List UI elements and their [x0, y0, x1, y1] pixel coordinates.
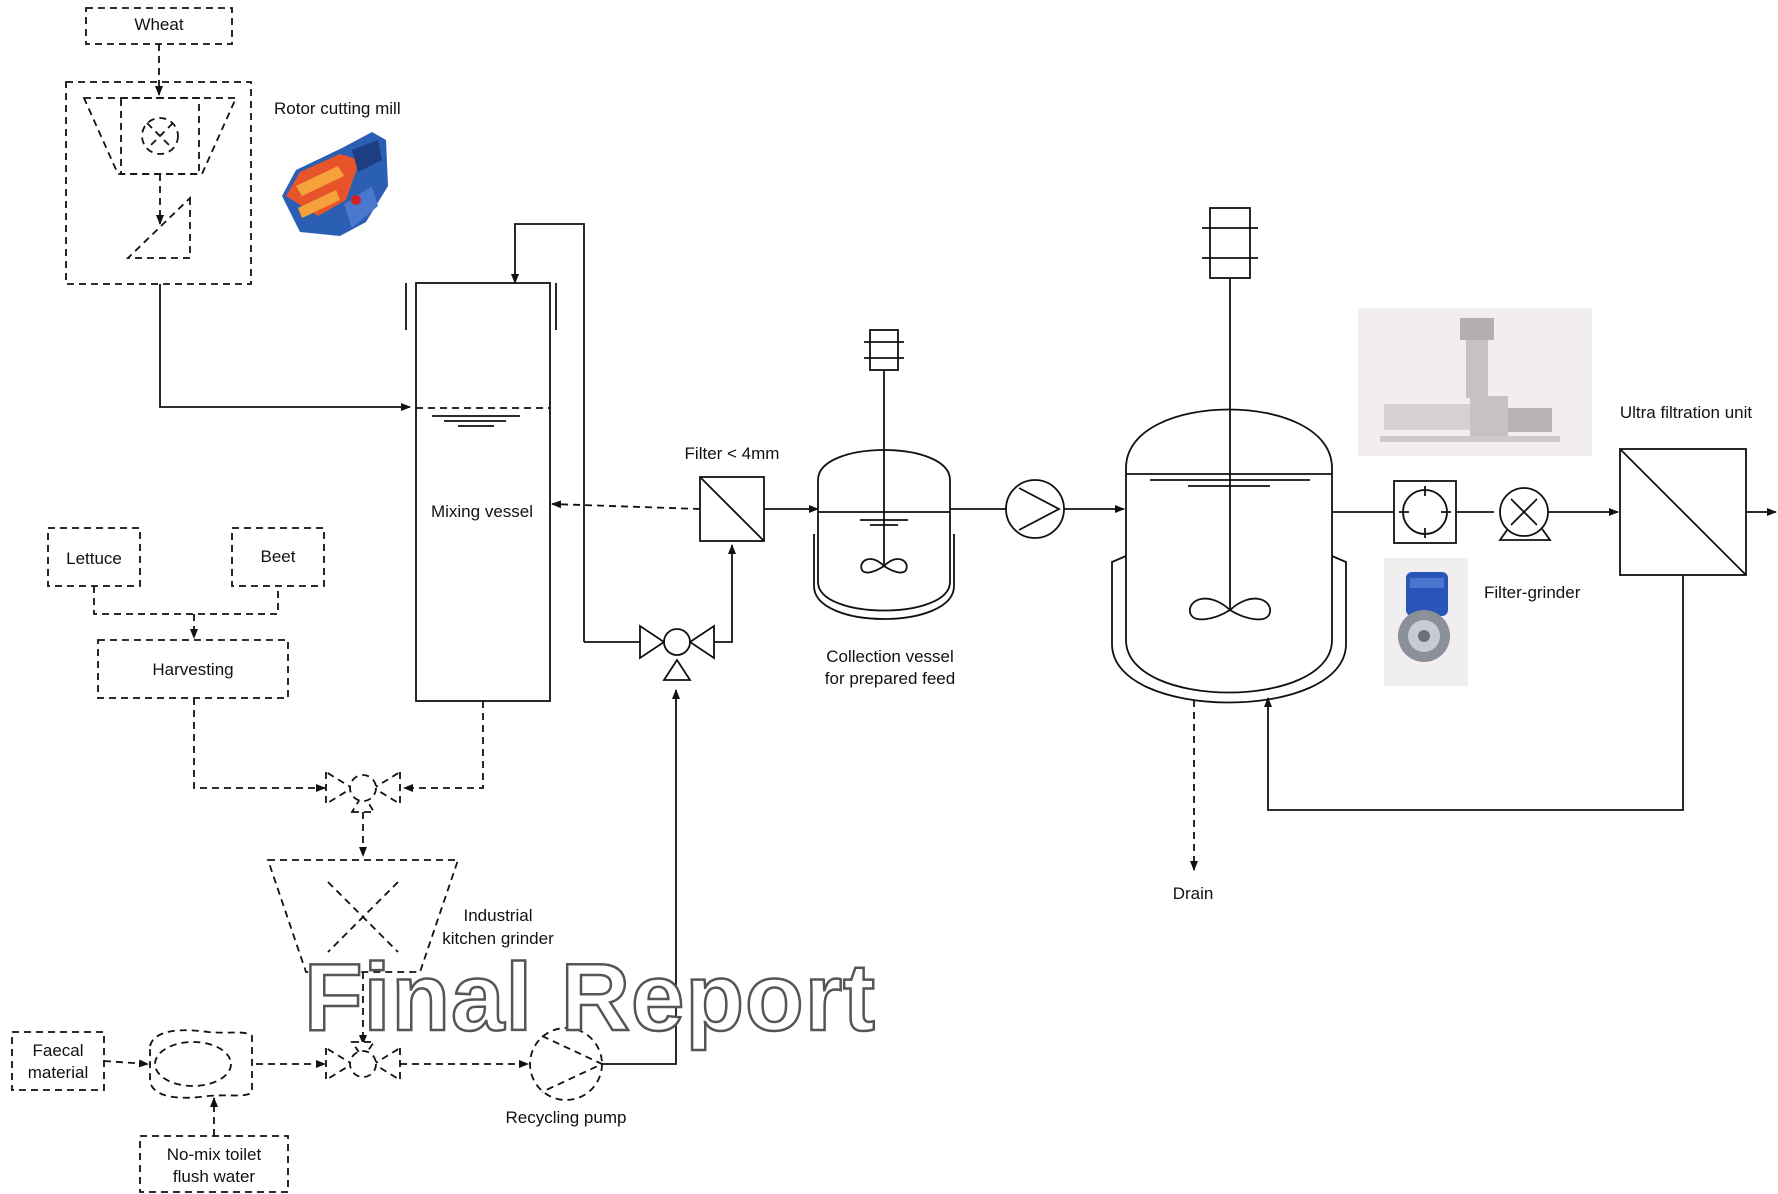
feed-pump — [1006, 480, 1064, 538]
ultra-filtration-unit — [1620, 449, 1746, 575]
mill-rotor-icon — [142, 118, 178, 154]
three-way-valve-middle — [640, 626, 714, 680]
faecal-label-line2: material — [28, 1063, 88, 1082]
harvesting-box: Harvesting — [98, 640, 288, 698]
rotor-cutting-mill-label: Rotor cutting mill — [274, 99, 401, 118]
filter-grinder-label: Filter-grinder — [1484, 583, 1581, 602]
circulation-pump — [1500, 488, 1550, 540]
collection-vessel-label-line1: Collection vessel — [826, 647, 954, 666]
collection-vessel-label-line2: for prepared feed — [825, 669, 955, 688]
filter-grinder-symbol — [1394, 481, 1456, 543]
filter-to-mixing-line — [552, 504, 700, 509]
harvesting-to-valve-line — [194, 698, 325, 788]
toilet-bowl-icon — [150, 1030, 252, 1098]
beet-label: Beet — [261, 547, 296, 566]
lettuce-label: Lettuce — [66, 549, 122, 568]
ultra-filtration-label: Ultra filtration unit — [1620, 403, 1753, 422]
collection-vessel — [814, 330, 954, 619]
no-mix-toilet-box: No-mix toilet flush water — [140, 1136, 288, 1192]
mixing-vessel-label: Mixing vessel — [431, 502, 533, 521]
rotor-cutting-mill-photo — [282, 132, 388, 236]
mixing-to-valve-line — [404, 701, 483, 788]
mill-to-mixing-line — [160, 284, 410, 407]
toilet-label-line2: flush water — [173, 1167, 256, 1186]
harvesting-label: Harvesting — [152, 660, 233, 679]
final-report-watermark: Final Report — [304, 944, 876, 1051]
beet-box: Beet — [232, 528, 324, 586]
wheat-box: Wheat — [86, 8, 232, 44]
grinder-label-line1: Industrial — [464, 906, 533, 925]
recycling-pump-label: Recycling pump — [506, 1108, 627, 1127]
retentate-return-line — [1268, 575, 1683, 810]
mixing-vessel — [406, 283, 556, 701]
filter-label: Filter < 4mm — [685, 444, 780, 463]
filter-4mm — [700, 477, 764, 541]
ultra-filtration-unit-photo — [1358, 308, 1592, 456]
lettuce-beet-merge-line — [94, 586, 278, 614]
lettuce-box: Lettuce — [48, 528, 140, 586]
faecal-label-line1: Faecal — [32, 1041, 83, 1060]
three-way-valve-upper — [326, 772, 400, 812]
drain-label: Drain — [1173, 884, 1214, 903]
faecal-material-box: Faecal material — [12, 1032, 104, 1090]
toilet-label-line1: No-mix toilet — [167, 1145, 262, 1164]
wheat-label: Wheat — [134, 15, 183, 34]
filter-grinder-photo — [1384, 558, 1468, 686]
reactor-vessel — [1112, 208, 1346, 703]
rotor-cutting-mill — [66, 82, 251, 284]
